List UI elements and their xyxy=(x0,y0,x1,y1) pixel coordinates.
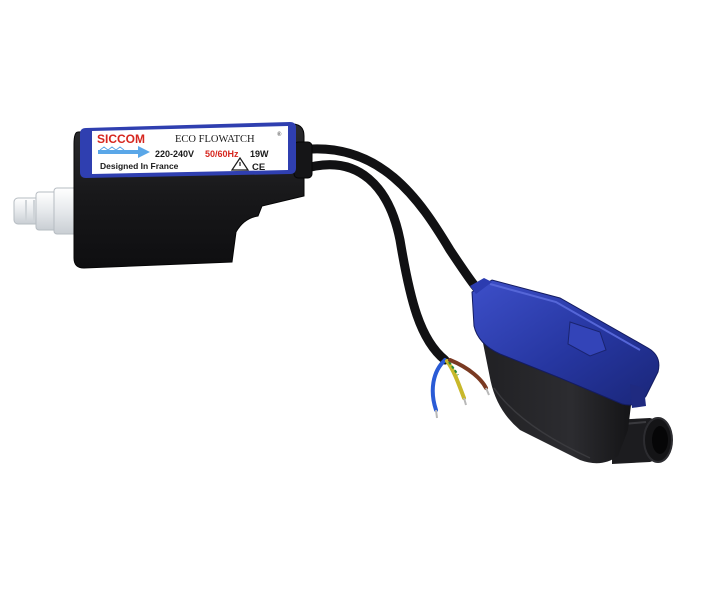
pump-unit: SICCOM ECO FLOWATCH ® 220-240V 50/60Hz 1… xyxy=(13,122,313,269)
inlet-tube xyxy=(13,187,81,235)
power-text: 19W xyxy=(250,149,269,159)
origin-text: Designed In France xyxy=(100,161,179,171)
voltage-text: 220-240V xyxy=(155,149,194,159)
cable-gland xyxy=(293,141,313,179)
wire-ends xyxy=(430,358,490,419)
brand-text: SICCOM xyxy=(97,132,145,146)
outlet-tube xyxy=(612,417,673,464)
model-text: ECO FLOWATCH xyxy=(175,134,255,145)
trademark-text: ® xyxy=(277,131,282,138)
frequency-text: 50/60Hz xyxy=(205,149,239,159)
power-cable xyxy=(295,144,495,365)
cover-latch xyxy=(567,321,607,357)
product-label: SICCOM ECO FLOWATCH ® 220-240V 50/60Hz 1… xyxy=(80,122,296,178)
warning-triangle-icon xyxy=(230,156,250,171)
float-reservoir xyxy=(470,278,673,464)
ce-mark-text: CE xyxy=(252,162,265,173)
flow-arrow-icon xyxy=(98,146,150,158)
